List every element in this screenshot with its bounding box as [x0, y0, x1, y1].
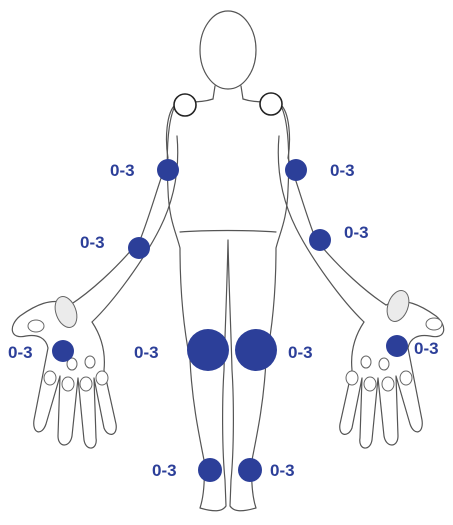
hand-left-joint[interactable]: [52, 340, 74, 362]
right-arm-outer: [280, 104, 386, 305]
knee-left-score-label: 0-3: [134, 343, 159, 362]
wrist-left-joint[interactable]: [128, 237, 150, 259]
left-finger-knuckle: [85, 356, 95, 368]
hip-line: [180, 231, 276, 233]
right-palm-pad: [383, 288, 413, 325]
ankle-left-joint[interactable]: [198, 458, 222, 482]
left-finger-knuckle: [44, 371, 56, 385]
ankle-right-joint[interactable]: [238, 458, 262, 482]
shoulder-right-joint[interactable]: [260, 93, 282, 115]
ankle-left-score-label: 0-3: [152, 461, 177, 480]
head-outline: [200, 11, 256, 89]
neck-left-line: [213, 86, 215, 99]
right-finger-knuckle: [382, 377, 394, 391]
hand-right-score-label: 0-3: [414, 339, 439, 358]
torso-legs-outline: [167, 99, 288, 511]
left-thumb-knuckle: [28, 320, 44, 332]
wrist-left-score-label: 0-3: [80, 233, 105, 252]
right-finger-knuckle: [361, 356, 371, 368]
left-palm-pad: [51, 294, 81, 331]
right-finger-knuckle: [346, 371, 358, 385]
left-finger-knuckle: [96, 371, 108, 385]
left-arm-outer: [70, 104, 176, 305]
right-finger-knuckle: [364, 377, 376, 391]
wrist-right-joint[interactable]: [309, 229, 331, 251]
left-finger-knuckle: [80, 377, 92, 391]
hand-left-score-label: 0-3: [8, 343, 33, 362]
knee-right-score-label: 0-3: [288, 343, 313, 362]
elbow-right-score-label: 0-3: [330, 161, 355, 180]
left-finger-knuckle: [62, 377, 74, 391]
knee-left-joint[interactable]: [187, 329, 229, 371]
ankle-right-score-label: 0-3: [270, 461, 295, 480]
knee-right-joint[interactable]: [235, 329, 277, 371]
right-finger-knuckle: [379, 358, 389, 370]
hand-right-joint[interactable]: [386, 335, 408, 357]
wrist-right-score-label: 0-3: [344, 223, 369, 242]
neck-right-line: [241, 86, 243, 99]
elbow-right-joint[interactable]: [285, 159, 307, 181]
elbow-left-score-label: 0-3: [110, 161, 135, 180]
right-thumb-knuckle: [426, 318, 442, 330]
shoulder-left-joint[interactable]: [174, 94, 196, 116]
right-finger-knuckle: [400, 371, 412, 385]
elbow-left-joint[interactable]: [157, 159, 179, 181]
